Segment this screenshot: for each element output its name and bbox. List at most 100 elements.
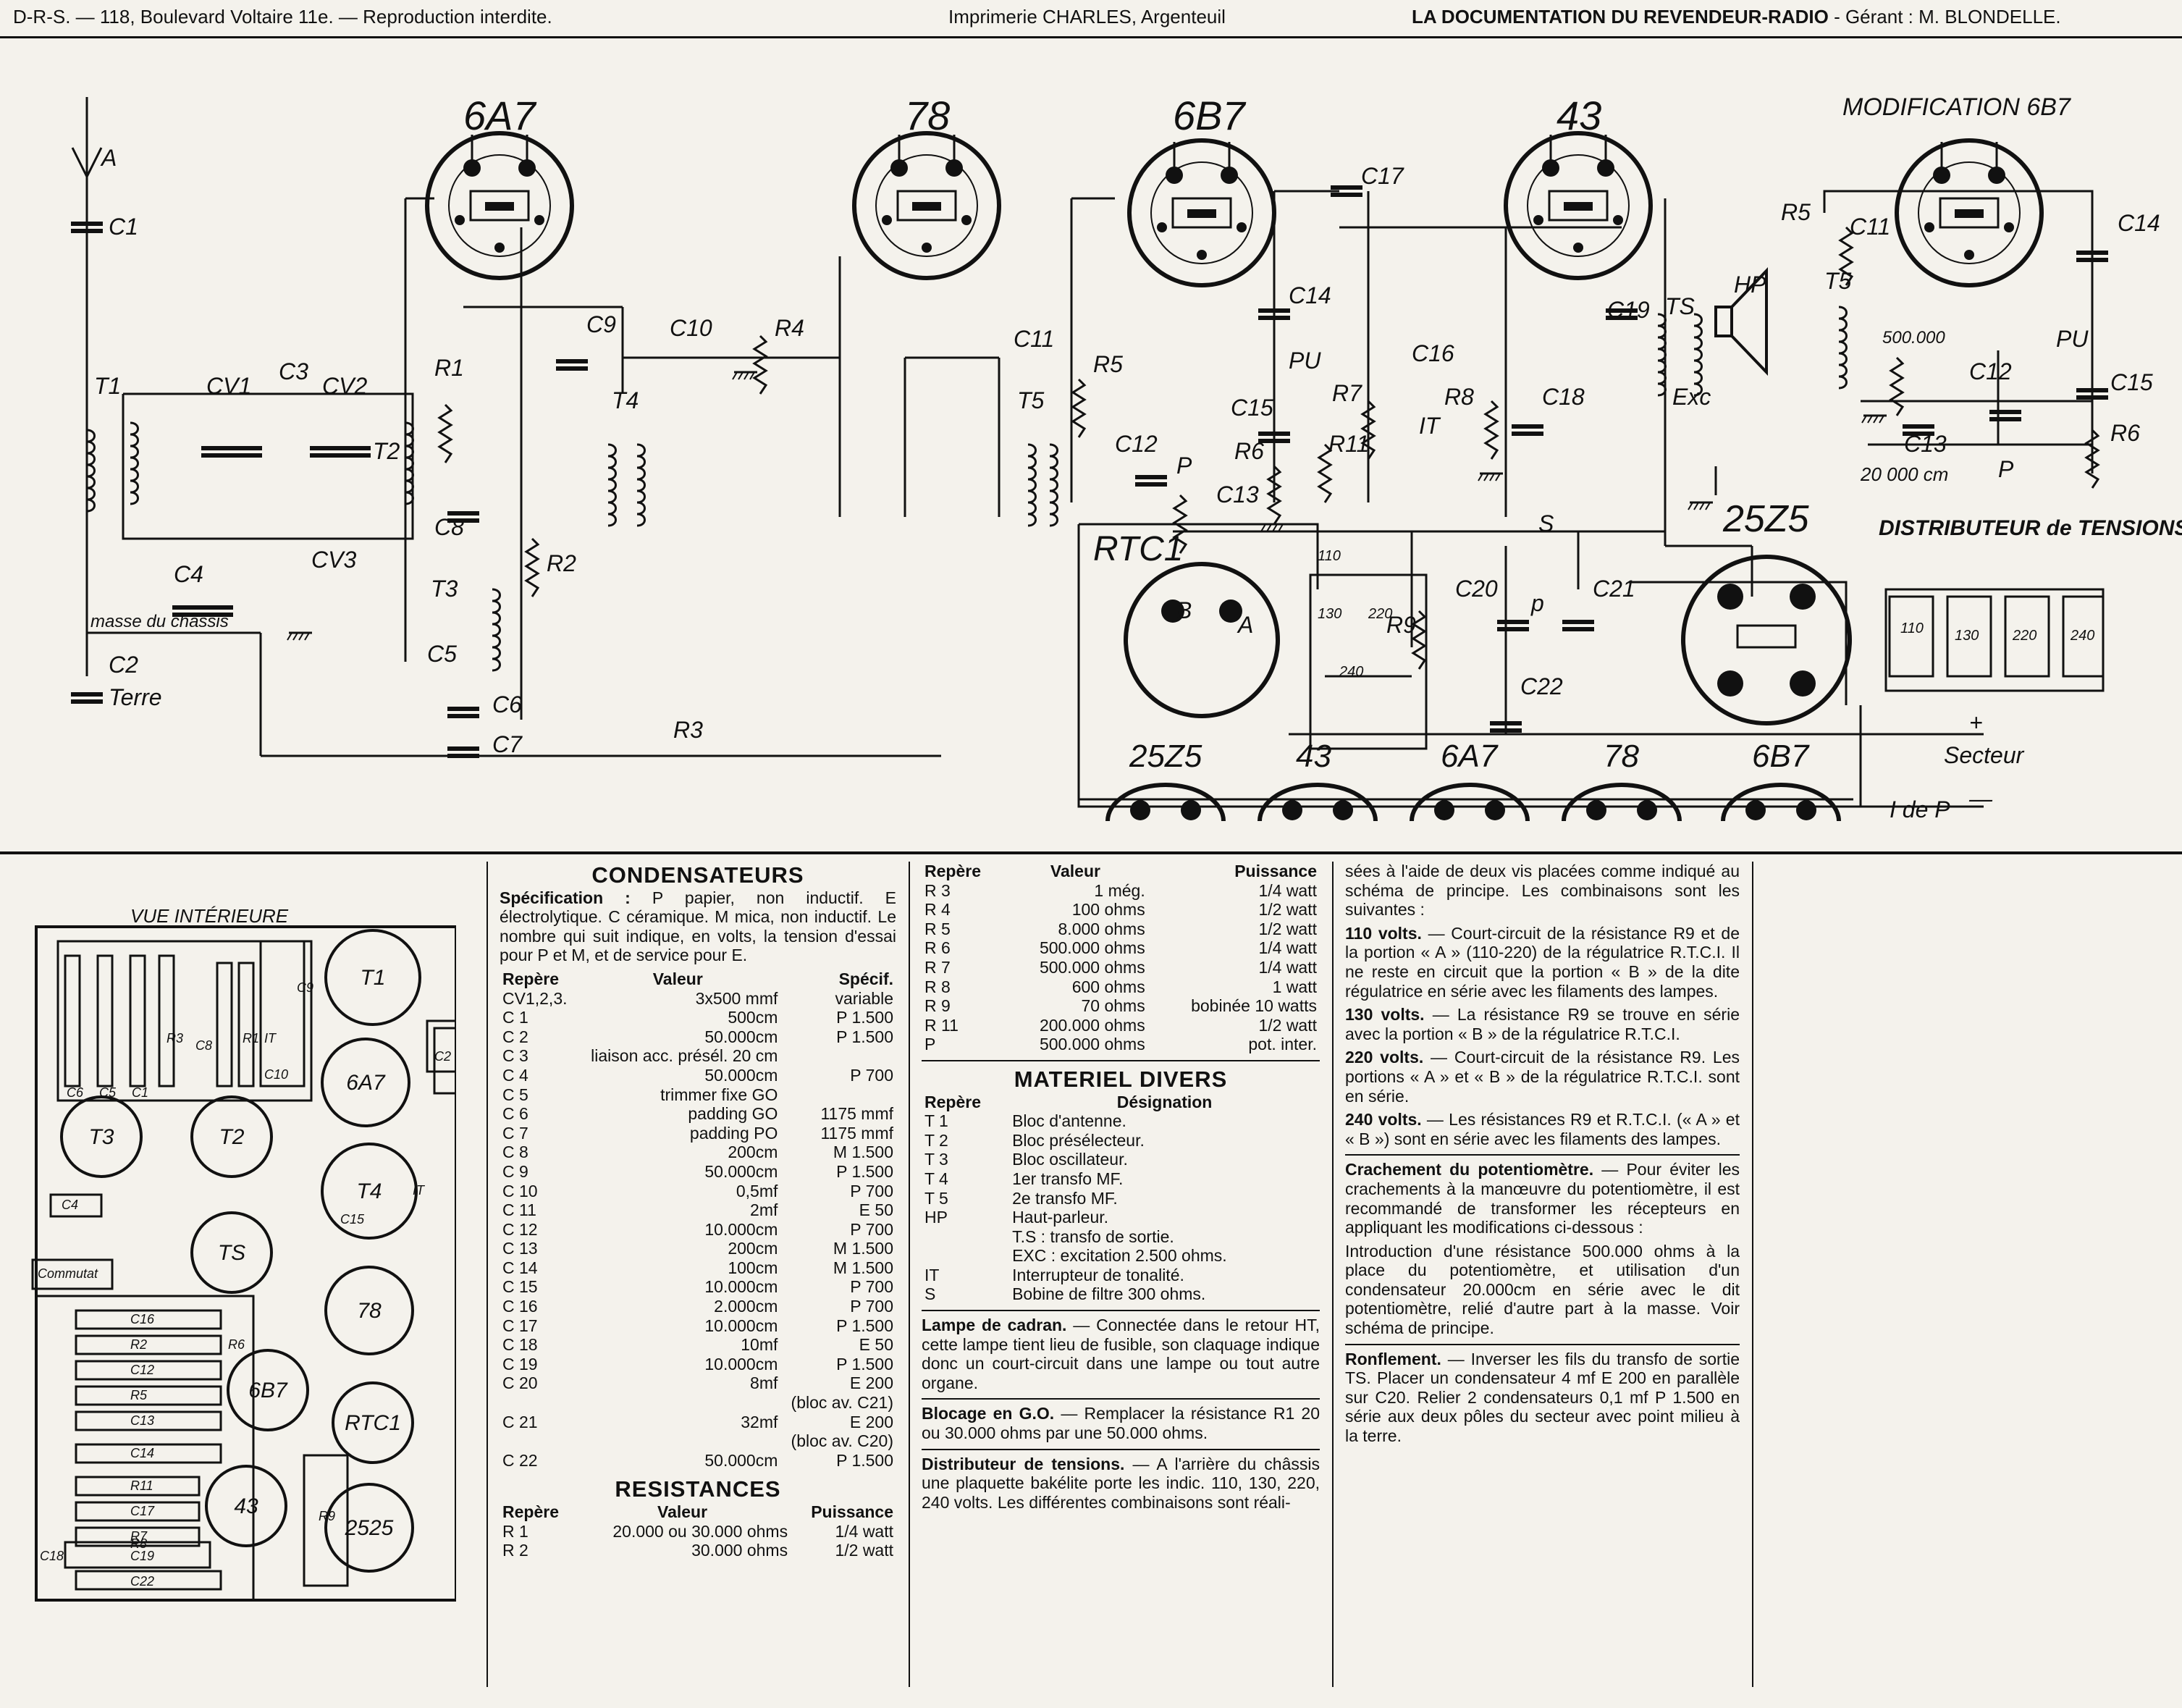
th-res2-puissance: Puissance [1234,862,1317,880]
notes-130: 130 volts. — La résistance R9 se trouve … [1345,1005,1740,1043]
table-cell: padding PO [689,1123,778,1143]
table-cell: 500.000 ohms [1039,957,1145,977]
interior-view-diagram: VUE INTÉRIEURE T1 6A7 T4 78 [31,905,456,1602]
label-sw-220: 220 [2012,628,2036,644]
label-mod-C12: C12 [1969,358,2012,384]
label-C18: C18 [1542,384,1585,410]
label-CV2: CV2 [322,373,367,399]
table-cell: 600 ohms [1071,977,1145,996]
label-R2: R2 [547,550,576,576]
table-cell: 8mf [750,1373,778,1393]
table-cell: Bloc présélecteur. [1012,1130,1145,1150]
table-cell: 20.000 ou 30.000 ohms [612,1521,788,1541]
label-mod-20000: 20 000 cm [1860,463,1948,485]
section-divider [0,851,2182,854]
table-cell: C 13 [502,1239,538,1258]
table-cell: Bloc d'antenne. [1012,1111,1126,1131]
label-C1: C1 [109,214,138,240]
table-cell: 10mf [741,1335,778,1355]
label-C10: C10 [670,315,712,341]
table-cell: pot. inter. [1248,1035,1317,1054]
label-R8: R8 [1444,384,1474,410]
vue-R5: R5 [130,1388,148,1402]
note-text: — Court-circuit de la résistance R9. Les… [1345,1048,1740,1106]
vue-C19: C19 [130,1549,154,1563]
table-cell: P 700 [850,1297,893,1316]
table-cell: T 1 [924,1111,948,1131]
table-cell: 1175 mmf [820,1104,893,1124]
table-cell: 200cm [728,1143,778,1162]
note-text: — Inverser les fils du transfo de sortie… [1345,1349,1740,1446]
table-cell: R 6 [924,938,951,958]
label-C21: C21 [1593,576,1635,602]
table-cell: C 12 [502,1219,538,1239]
label-C19: C19 [1607,297,1650,323]
note-lead: Distributeur de tensions. [922,1454,1125,1473]
th-res-repere: Repère [502,1502,559,1521]
table-cell: P [924,1035,936,1054]
vue-T1: T1 [360,966,385,990]
table-row: C 5 trimmer fixe GO [500,1085,896,1105]
table-row: EXC : excitation 2.500 ohms. [922,1246,1320,1266]
note-distributeur: Distributeur de tensions. — A l'arrière … [922,1448,1320,1513]
table-cell: 100cm [728,1258,778,1277]
label-S: S [1538,510,1554,537]
note-lead: 110 volts. [1345,923,1422,943]
table-cell: 1/4 watt [1258,957,1317,977]
table-cell: CV1,2,3. [502,988,568,1008]
table-cell: 2mf [750,1200,778,1220]
table-cell: T 3 [924,1150,948,1169]
spec-text: P papier, non inductif. E électrolytique… [500,888,896,965]
label-mod-500000: 500.000 [1882,328,1945,348]
label-C12: C12 [1115,431,1158,457]
label-tube-25z5: 25Z5 [1722,498,1810,540]
label-R6: R6 [1234,438,1264,464]
label-distributor: DISTRIBUTEUR de TENSIONS [1879,516,2182,540]
label-C3: C3 [279,358,308,384]
vue-C6: C6 [67,1085,84,1100]
table-cell: 1/2 watt [1258,900,1317,920]
table-cell: trimmer fixe GO [660,1085,778,1104]
table-cell: 500cm [728,1008,778,1027]
voltage-distributor-panel [1309,573,2105,750]
label-PU: PU [1289,348,1321,374]
label-minus: — [1968,786,1993,812]
vue-RTC1: RTC1 [345,1411,401,1435]
table-cell: 50.000cm [704,1450,778,1470]
table-cell: T 4 [924,1169,948,1188]
tube-rtc1 [1124,562,1280,718]
note-lead: Ronflement. [1345,1349,1441,1368]
table-cell: C 20 [502,1373,538,1393]
label-fil-6b7: 6B7 [1752,739,1810,774]
label-secteur: Secteur [1944,742,2025,768]
table-cell: 8.000 ohms [1058,919,1145,938]
table-cell: 200cm [728,1239,778,1258]
th-mat-repere: Repère [924,1092,981,1111]
label-rtc-B: B [1176,597,1192,623]
note-text: — Court-circuit de la résistance R9 et d… [1345,923,1740,1001]
table-cell: 32mf [741,1412,778,1431]
table-cell: C 8 [502,1143,528,1162]
label-C8: C8 [434,514,464,540]
label-TS: TS [1665,293,1695,319]
vue-C9: C9 [297,980,313,995]
label-sw-110: 110 [1900,620,1924,636]
table-cell: C 5 [502,1085,528,1104]
label-rtc-A: A [1237,612,1253,638]
table-cell: M 1.500 [833,1239,893,1258]
header-printer: Imprimerie CHARLES, Argenteuil [948,6,1226,28]
label-HP: HP [1734,272,1766,298]
label-R1: R1 [434,355,464,381]
table-cell: P 1.500 [836,1008,893,1027]
label-fil-6a7: 6A7 [1441,739,1499,774]
label-A: A [100,145,117,171]
table-cell: EXC : excitation 2.500 ohms. [1012,1246,1227,1266]
